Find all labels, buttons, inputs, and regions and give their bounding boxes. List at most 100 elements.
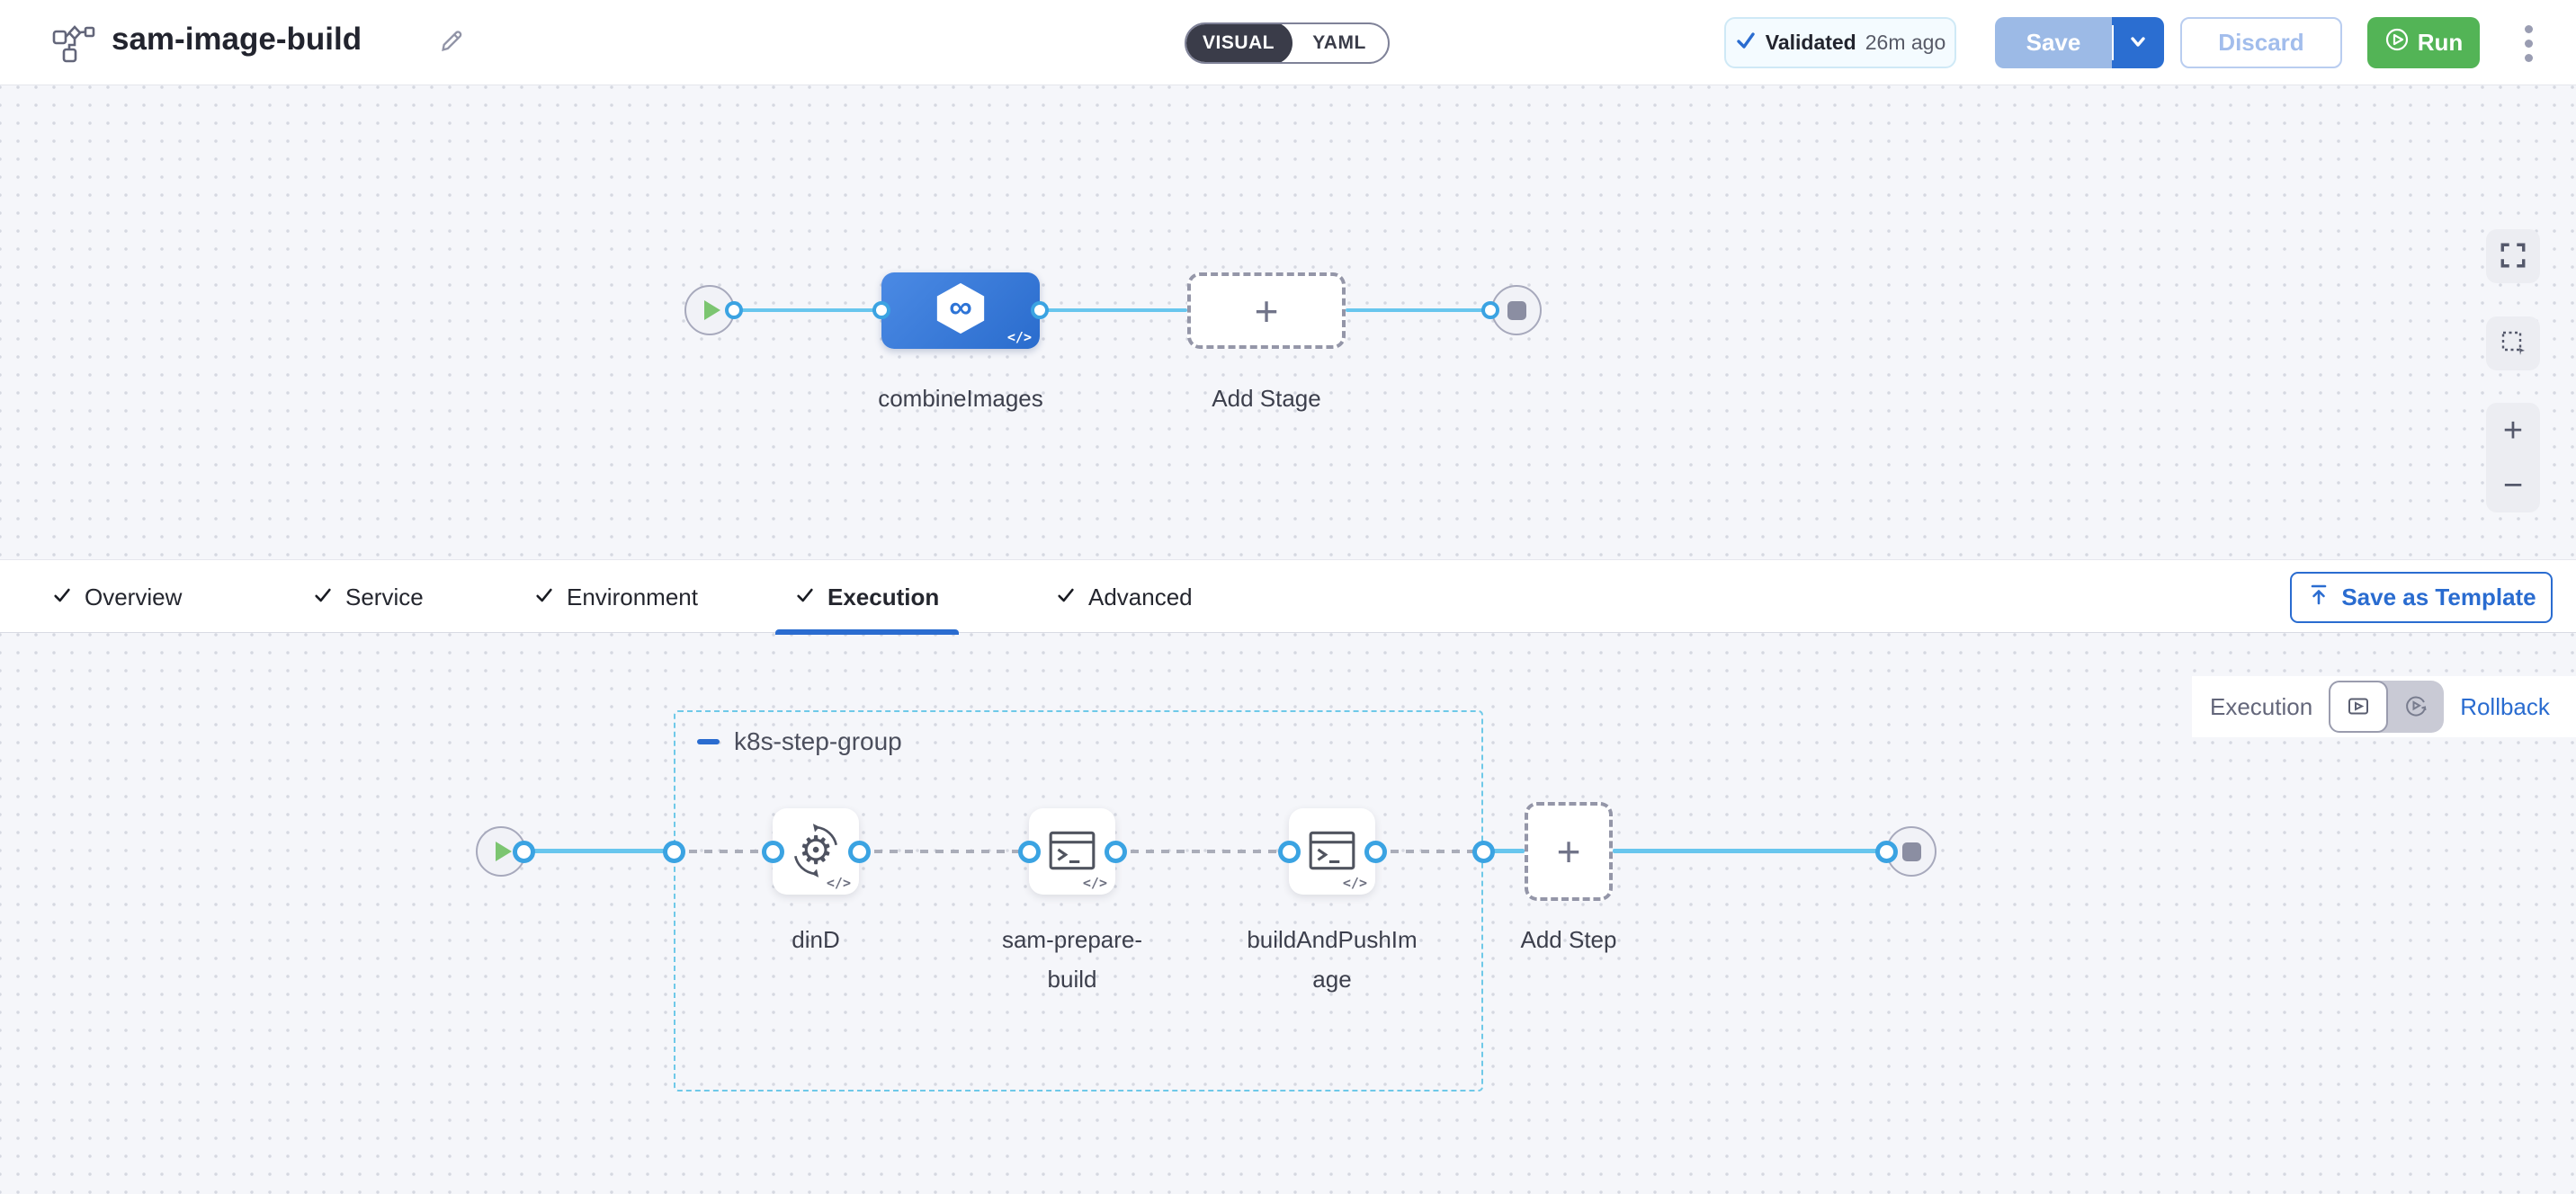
dashed-connector-line — [1115, 850, 1289, 853]
execution-rollback-toggle — [2329, 681, 2445, 733]
step-node-dind[interactable]: ⚙ </> — [773, 808, 859, 895]
divider — [2112, 25, 2114, 60]
tab-advanced[interactable]: Advanced — [1036, 560, 1212, 634]
zoom-to-fit-button[interactable] — [2486, 229, 2540, 283]
run-label: Run — [2417, 29, 2464, 56]
tab-execution[interactable]: Execution — [775, 560, 960, 635]
execution-mode-label: Execution — [2210, 692, 2313, 720]
step-label: dinD — [792, 926, 840, 953]
step-label: sam-prepare-build — [1001, 926, 1143, 993]
fullscreen-icon — [2499, 241, 2527, 272]
tab-label: Execution — [827, 583, 940, 610]
rollback-play-icon — [2403, 693, 2428, 721]
chevron-down-icon — [2127, 31, 2149, 55]
stop-icon — [1901, 842, 1921, 861]
connector-port — [1481, 301, 1499, 319]
code-icon: </> — [1006, 329, 1032, 345]
terminal-icon — [1306, 824, 1358, 879]
connector-port — [663, 841, 685, 863]
save-button[interactable]: Save — [1995, 17, 2112, 68]
gear-sync-icon: ⚙ — [786, 821, 845, 883]
execution-canvas[interactable]: Execution Rol — [0, 633, 2576, 1194]
rollback-view-button[interactable] — [2388, 681, 2444, 733]
edit-title-button[interactable] — [439, 27, 466, 57]
dashed-connector-line — [674, 850, 773, 853]
marquee-select-button[interactable] — [2486, 316, 2540, 370]
step-node-sam-prepare-build[interactable]: </> — [1029, 808, 1115, 895]
tab-label: Overview — [85, 583, 183, 610]
rollback-link[interactable]: Rollback — [2460, 692, 2550, 720]
add-stage-label: Add Stage — [1212, 385, 1321, 412]
play-icon — [495, 842, 512, 861]
connector-line — [734, 308, 881, 312]
connector-port — [1105, 841, 1127, 863]
play-square-icon — [2346, 693, 2371, 721]
zoom-in-button[interactable]: + — [2486, 403, 2540, 458]
code-icon: </> — [1342, 875, 1367, 891]
pipeline-graph-icon — [52, 23, 97, 69]
play-circle-icon — [2384, 27, 2410, 58]
check-icon — [52, 584, 72, 611]
check-icon — [1735, 30, 1757, 56]
add-step-button[interactable]: + — [1525, 802, 1613, 901]
zoom-controls: + − — [2486, 403, 2540, 512]
connector-port — [1018, 841, 1041, 863]
execution-view-button[interactable] — [2329, 681, 2389, 733]
connector-line — [523, 849, 674, 853]
discard-button[interactable]: Discard — [2180, 17, 2342, 68]
connector-port — [1278, 841, 1301, 863]
dashed-connector-line — [1375, 850, 1483, 853]
plus-icon: + — [1556, 828, 1581, 875]
validated-badge[interactable]: Validated 26m ago — [1724, 17, 1956, 68]
tab-label: Service — [345, 583, 424, 610]
connector-line — [1040, 308, 1187, 312]
stage-node-combineimages[interactable]: ∞ </> — [881, 272, 1040, 349]
tab-label: Advanced — [1088, 583, 1193, 610]
tab-environment[interactable]: Environment — [514, 560, 718, 634]
upload-icon — [2306, 582, 2331, 613]
code-icon: </> — [1082, 875, 1107, 891]
page-title: sam-image-build — [112, 22, 362, 57]
save-dropdown-button[interactable] — [2112, 17, 2164, 68]
toggle-option-visual[interactable]: VISUAL — [1186, 24, 1292, 62]
save-as-template-label: Save as Template — [2341, 584, 2536, 610]
execution-mode-strip: Execution Rol — [2192, 676, 2576, 737]
toggle-option-yaml[interactable]: YAML — [1291, 24, 1388, 62]
zoom-out-button[interactable]: − — [2486, 458, 2540, 512]
kebab-icon — [2524, 24, 2533, 62]
stage-config-tabs: Overview Service Environment Execution A… — [0, 559, 2576, 635]
connector-port — [1364, 841, 1387, 863]
step-group-name: k8s-step-group — [734, 727, 902, 755]
step-label: buildAndPushImage — [1247, 926, 1418, 993]
pipeline-header: sam-image-build VISUAL YAML Validated 26… — [0, 0, 2576, 85]
stage-canvas[interactable]: ∞ </> + combineImages Add Stage + − — [0, 85, 2576, 559]
check-icon — [534, 584, 554, 611]
svg-text:⚙: ⚙ — [799, 829, 834, 872]
play-icon — [703, 300, 720, 320]
connector-port — [872, 301, 890, 319]
more-options-button[interactable] — [2508, 18, 2549, 68]
connector-port — [513, 841, 535, 863]
connector-port — [848, 841, 871, 863]
pipeline-end-node — [1491, 285, 1542, 335]
visual-yaml-toggle[interactable]: VISUAL YAML — [1185, 22, 1390, 64]
step-node-buildandpushimage[interactable]: </> — [1289, 808, 1375, 895]
connector-port — [725, 301, 743, 319]
validated-label: Validated — [1765, 31, 1856, 54]
connector-port — [1875, 841, 1898, 863]
plus-icon: + — [1254, 287, 1279, 334]
validated-time: 26m ago — [1865, 31, 1946, 54]
run-button[interactable]: Run — [2367, 17, 2480, 68]
connector-port — [1031, 301, 1049, 319]
tab-overview[interactable]: Overview — [32, 560, 201, 634]
check-icon — [313, 584, 333, 611]
collapse-group-button[interactable] — [693, 726, 723, 757]
add-stage-button[interactable]: + — [1187, 272, 1346, 349]
connector-line — [1613, 849, 1886, 853]
add-step-label: Add Step — [1520, 926, 1617, 953]
connector-line — [1346, 308, 1490, 312]
tab-service[interactable]: Service — [293, 560, 443, 634]
marquee-selection-icon — [2500, 329, 2527, 359]
save-as-template-button[interactable]: Save as Template — [2290, 572, 2553, 623]
terminal-icon — [1046, 824, 1098, 879]
